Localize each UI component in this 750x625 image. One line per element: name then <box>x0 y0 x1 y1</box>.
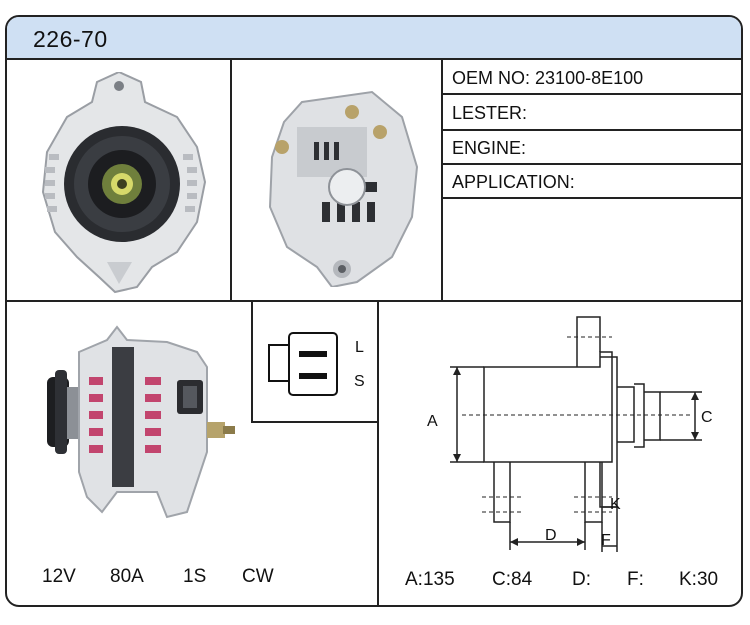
terminal-s-label: S <box>354 373 365 390</box>
diagram-label-k: K <box>610 496 621 513</box>
diagram-label-a: A <box>427 413 438 430</box>
connector-box-left <box>251 300 253 422</box>
rotation-value: CW <box>242 566 274 587</box>
alternator-side-photo <box>47 325 235 519</box>
divider-top-1 <box>230 60 232 300</box>
diagram-label-c: C <box>701 409 713 426</box>
connector-box-bottom <box>251 421 379 423</box>
amperage-value: 80A <box>110 566 144 587</box>
connector-symbol <box>268 332 338 396</box>
spec-row-lester: LESTER: <box>452 103 532 124</box>
part-number-title: 226-70 <box>33 26 108 52</box>
pulley-value: 1S <box>183 566 207 587</box>
divider-bottom <box>377 300 379 605</box>
dimension-d: D: <box>572 569 591 590</box>
product-sheet: 226-70 OEM NO: 23100-8E100 LESTER: ENGIN… <box>5 15 743 607</box>
voltage-value: 12V <box>42 566 76 587</box>
engine-label: ENGINE: <box>452 138 527 158</box>
terminal-l-label: L <box>355 339 364 356</box>
alternator-rear-photo <box>268 90 419 287</box>
dimension-c: C:84 <box>492 569 533 590</box>
spec-divider-4 <box>441 197 741 199</box>
oem-label: OEM NO: <box>452 68 531 88</box>
diagram-label-f: F <box>601 532 611 549</box>
dimension-k: K:30 <box>679 569 719 590</box>
divider-middle <box>7 300 741 302</box>
spec-row-oem: OEM NO: 23100-8E100 <box>452 68 643 89</box>
diagram-label-d: D <box>545 527 557 544</box>
spec-divider-2 <box>441 129 741 131</box>
lester-label: LESTER: <box>452 103 528 123</box>
divider-top-2 <box>441 60 443 300</box>
title-bar: 226-70 <box>7 17 741 60</box>
spec-row-engine: ENGINE: <box>452 138 531 159</box>
dimension-drawing <box>450 316 702 552</box>
spec-row-application: APPLICATION: <box>452 172 580 193</box>
application-label: APPLICATION: <box>452 172 575 192</box>
dimension-f: F: <box>627 569 644 590</box>
spec-divider-3 <box>441 163 741 165</box>
alternator-front-photo <box>41 72 207 294</box>
oem-value: 23100-8E100 <box>535 68 644 88</box>
dimension-a: A:135 <box>405 569 455 590</box>
spec-divider-1 <box>441 93 741 95</box>
